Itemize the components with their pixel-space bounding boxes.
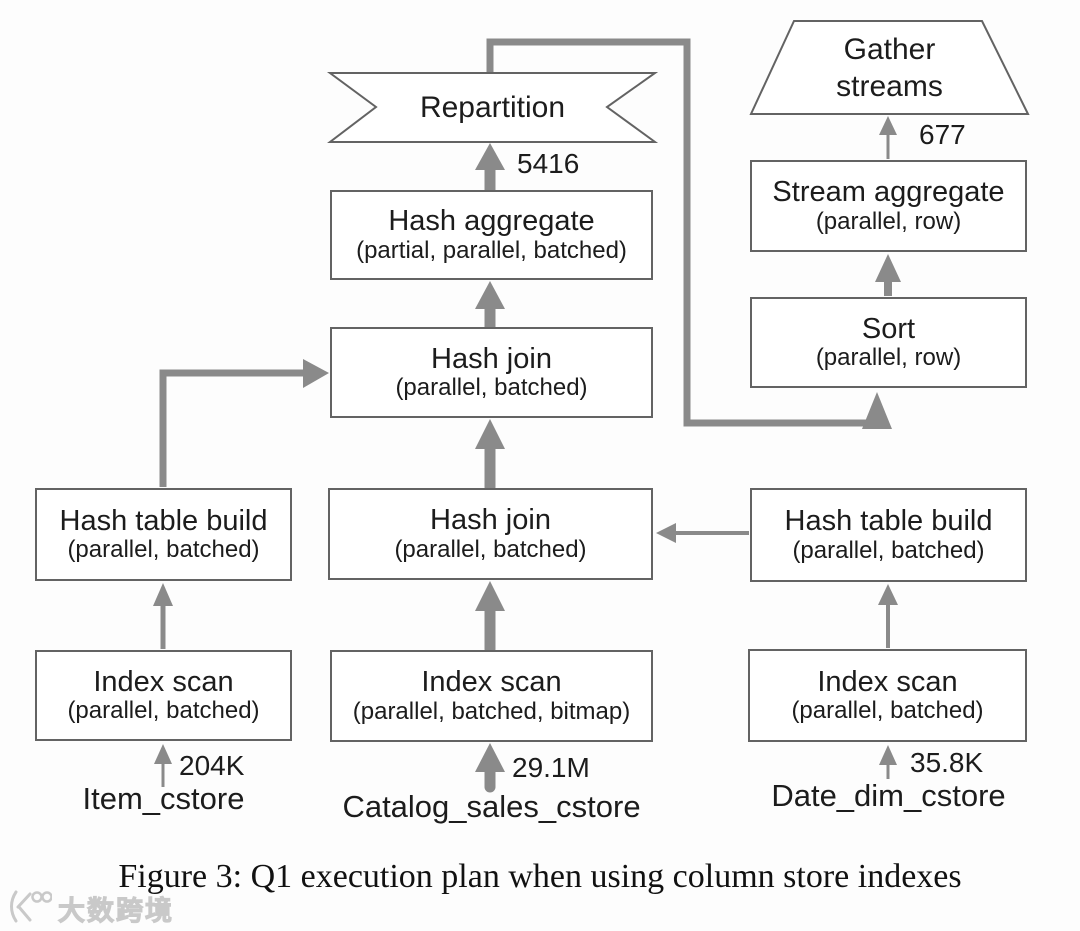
row-count-to-repartition: 5416 bbox=[517, 148, 580, 179]
row-count-to-gather-streams: 677 bbox=[919, 119, 966, 150]
node-stream-aggregate: Stream aggregate (parallel, row) bbox=[750, 160, 1027, 252]
edge-htb-left-to-hash-join-upper bbox=[159, 359, 329, 487]
node-subtitle: (parallel, row) bbox=[815, 344, 962, 372]
row-count-date-dim: 35.8K bbox=[910, 747, 984, 778]
watermark-text: 大数跨境 bbox=[58, 896, 174, 927]
row-count-catalog-sales: 29.1M bbox=[512, 752, 590, 783]
node-subtitle: (partial, parallel, batched) bbox=[356, 236, 627, 264]
node-title: Index scan bbox=[817, 665, 958, 698]
node-subtitle: (parallel, batched) bbox=[395, 374, 588, 402]
edge-index-scan-left-to-htb-left bbox=[153, 583, 173, 649]
watermark-logo-icon bbox=[6, 888, 53, 929]
node-title: Hash table build bbox=[59, 504, 268, 537]
edge-index-scan-middle-to-hash-join-lower bbox=[475, 581, 505, 655]
node-title: Hash table build bbox=[784, 505, 993, 538]
node-subtitle: (parallel, batched) bbox=[67, 697, 260, 725]
node-subtitle: (parallel, batched) bbox=[394, 535, 587, 563]
node-index-scan-left: Index scan (parallel, batched) bbox=[35, 650, 292, 741]
source-table-date-dim-cstore: Date_dim_cstore bbox=[771, 778, 1006, 813]
node-title: Index scan bbox=[93, 665, 234, 698]
row-count-item: 204K bbox=[179, 750, 245, 781]
node-subtitle: (parallel, batched) bbox=[67, 536, 260, 564]
node-title: Index scan bbox=[421, 666, 562, 699]
edge-hash-join-upper-to-hash-aggregate bbox=[475, 281, 505, 327]
edge-sort-to-stream-aggregate bbox=[875, 254, 901, 296]
node-index-scan-right: Index scan (parallel, batched) bbox=[748, 649, 1027, 742]
source-table-catalog-sales-cstore: Catalog_sales_cstore bbox=[342, 789, 641, 824]
node-hash-join-upper: Hash join (parallel, batched) bbox=[330, 327, 653, 418]
node-title: Hash aggregate bbox=[388, 205, 595, 238]
edge-item-table-to-index-scan bbox=[154, 744, 172, 787]
watermark: 大数跨境 bbox=[6, 888, 174, 929]
edge-index-scan-right-to-htb-right bbox=[878, 584, 898, 648]
node-index-scan-middle: Index scan (parallel, batched, bitmap) bbox=[330, 650, 653, 742]
node-subtitle: (parallel, batched) bbox=[792, 536, 985, 564]
edge-catalog-table-to-index-scan bbox=[475, 743, 505, 793]
edge-stream-aggregate-to-gather-streams bbox=[879, 116, 897, 159]
repartition-banner-shape bbox=[326, 72, 659, 143]
edge-date-table-to-index-scan bbox=[879, 745, 897, 779]
node-hash-join-lower: Hash join (parallel, batched) bbox=[328, 488, 653, 580]
figure-caption: Figure 3: Q1 execution plan when using c… bbox=[118, 858, 962, 895]
node-hash-table-build-right: Hash table build (parallel, batched) bbox=[750, 488, 1027, 582]
edge-htb-right-to-hash-join-lower bbox=[656, 523, 749, 543]
gather-streams-trapezoid-shape bbox=[749, 20, 1030, 115]
node-title: Stream aggregate bbox=[772, 176, 1005, 209]
node-title: Hash join bbox=[430, 504, 551, 537]
node-sort: Sort (parallel, row) bbox=[750, 297, 1027, 388]
edge-repartition-to-sort bbox=[486, 38, 892, 429]
node-subtitle: (parallel, row) bbox=[815, 207, 962, 235]
source-table-item-cstore: Item_cstore bbox=[82, 781, 245, 816]
node-subtitle: (parallel, batched) bbox=[791, 697, 984, 725]
edge-hash-aggregate-to-repartition bbox=[475, 143, 505, 190]
node-title: Sort bbox=[861, 312, 916, 345]
node-title: Hash join bbox=[431, 342, 552, 375]
node-hash-table-build-left: Hash table build (parallel, batched) bbox=[35, 488, 292, 581]
node-hash-aggregate: Hash aggregate (partial, parallel, batch… bbox=[330, 190, 653, 280]
node-subtitle: (parallel, batched, bitmap) bbox=[352, 697, 631, 725]
edge-hash-join-lower-to-hash-join-upper bbox=[475, 419, 505, 493]
